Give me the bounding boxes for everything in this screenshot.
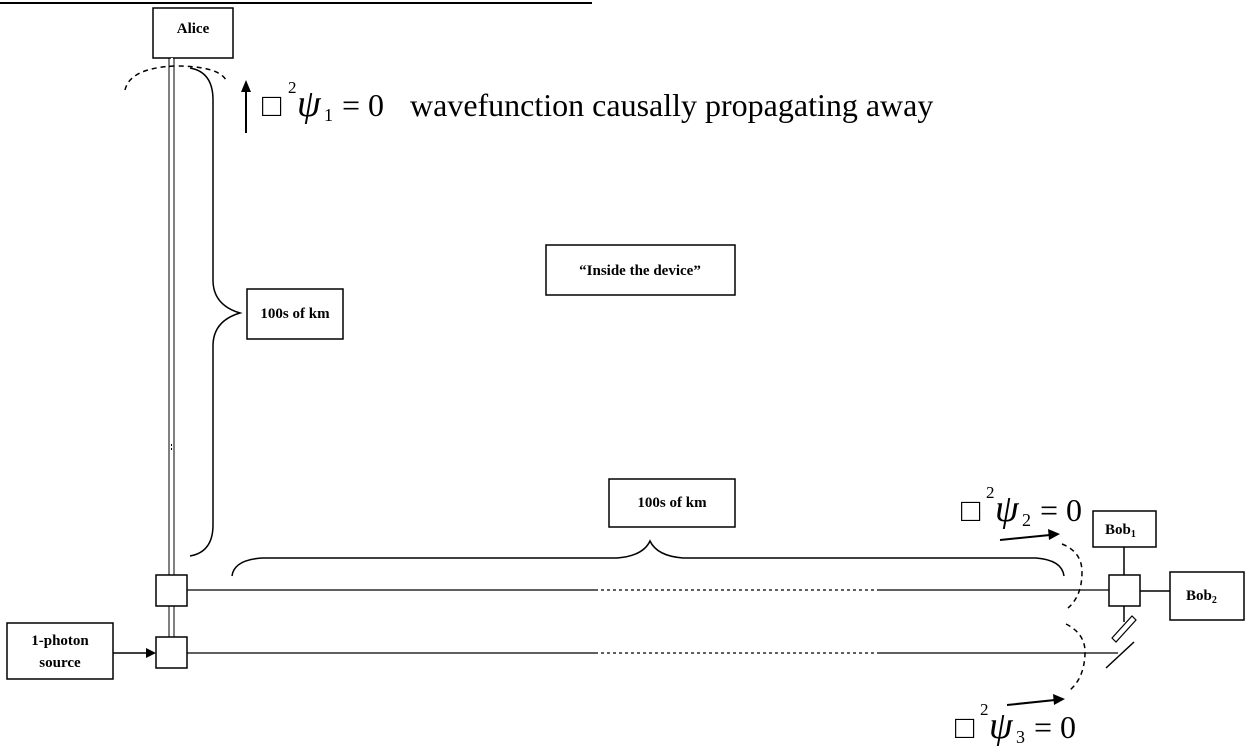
eq3-rhs: = 0	[1034, 709, 1076, 745]
bob2-box: Bob2	[1169, 571, 1245, 621]
distance-vertical-label: 100s of km	[260, 306, 330, 322]
vertical-brace	[189, 67, 243, 557]
inside-device-box: “Inside the device”	[545, 244, 736, 296]
vertical-fiber	[168, 58, 175, 575]
mirror	[1105, 641, 1135, 669]
arrow-right-icon	[113, 648, 156, 658]
alice-box: Alice	[152, 7, 234, 59]
wavefront-alice	[124, 65, 227, 91]
dalembertian-box: □	[262, 87, 282, 123]
arrow-up-icon	[241, 80, 251, 133]
arrow-psi2-icon	[999, 529, 1060, 541]
alice-label: Alice	[177, 21, 210, 37]
equation-psi3: □ 2 ψ 3 = 0	[955, 700, 1076, 747]
bob2-label-base: Bob	[1186, 588, 1212, 604]
equation-psi2: □ 2 ψ 2 = 0	[961, 483, 1082, 530]
photon-source-box: 1-photon source	[6, 622, 114, 680]
horizontal-brace	[231, 539, 1065, 577]
phase-plate	[1111, 615, 1137, 643]
distance-vertical-box: 100s of km	[246, 288, 344, 340]
bob1-label: Bob1	[1105, 522, 1136, 540]
eq3-box: □	[955, 709, 975, 745]
equation-psi1: □ 2 ψ 1 = 0 wavefunction causally propag…	[262, 78, 933, 125]
beam-splitter-bob	[1108, 574, 1141, 607]
eq1-superscript: 2	[288, 78, 297, 97]
splitter-connector	[168, 606, 175, 637]
distance-horizontal-box: 100s of km	[608, 478, 736, 528]
arrow-psi3-icon	[1006, 694, 1065, 706]
bob1-box: Bob1	[1092, 510, 1157, 548]
eq3-psi: ψ	[989, 705, 1014, 747]
wavefront-bob-upper	[1061, 543, 1083, 609]
eq1-rhs: = 0	[342, 87, 384, 123]
bob2-label-sub: 2	[1212, 595, 1217, 606]
wavefront-bob-lower	[1065, 623, 1086, 691]
source-label-line2: source	[39, 655, 81, 671]
bob2-label: Bob2	[1186, 588, 1217, 606]
eq3-subscript: 3	[1016, 727, 1025, 747]
eq2-box: □	[961, 492, 981, 528]
eq2-superscript: 2	[986, 483, 995, 502]
bob1-label-sub: 1	[1131, 529, 1136, 540]
eq3-superscript: 2	[980, 700, 989, 719]
bob1-label-base: Bob	[1105, 522, 1131, 538]
beam-splitter-lower	[155, 636, 188, 669]
eq2-rhs: = 0	[1040, 492, 1082, 528]
eq1-subscript: 1	[324, 105, 333, 125]
eq2-subscript: 2	[1022, 510, 1031, 530]
eq2-psi: ψ	[995, 488, 1020, 530]
distance-horizontal-label: 100s of km	[637, 495, 707, 511]
source-label-line1: 1-photon	[31, 633, 89, 649]
inside-device-label: “Inside the device”	[579, 263, 701, 279]
eq1-psi: ψ	[297, 83, 322, 125]
beam-splitter-upper	[155, 574, 188, 607]
eq1-caption: wavefunction causally propagating away	[410, 87, 933, 123]
